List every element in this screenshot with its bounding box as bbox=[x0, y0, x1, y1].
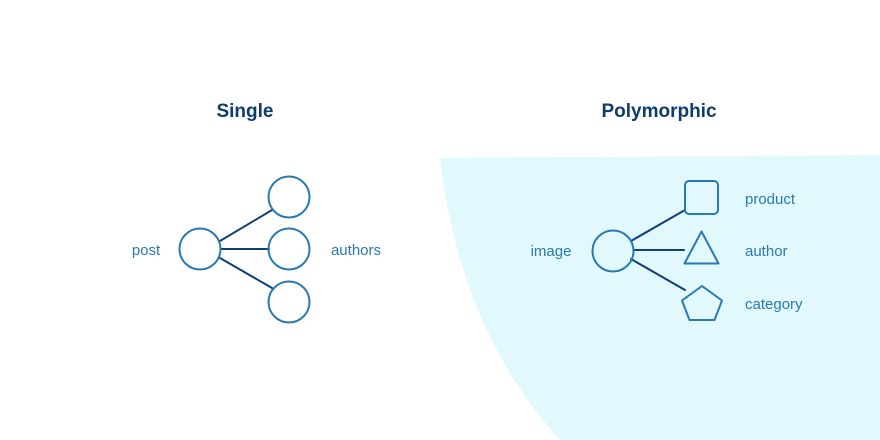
polymorphic-target-label-category: category bbox=[745, 296, 803, 313]
single-section: Single post authors bbox=[132, 101, 381, 324]
triangle-icon bbox=[683, 230, 720, 265]
polymorphic-target-label-product: product bbox=[745, 191, 796, 208]
single-title: Single bbox=[216, 101, 273, 122]
polymorphic-source-node bbox=[591, 229, 635, 273]
polymorphic-background bbox=[440, 155, 880, 440]
single-edge-top bbox=[219, 209, 273, 242]
single-source-label: post bbox=[132, 242, 161, 259]
square-icon bbox=[684, 180, 719, 215]
polymorphic-target-label-author: author bbox=[745, 243, 788, 260]
single-target-node-1 bbox=[267, 175, 311, 219]
polymorphic-edge-top bbox=[630, 209, 686, 242]
polymorphic-title: Polymorphic bbox=[601, 101, 717, 122]
polymorphic-source-label: image bbox=[531, 243, 572, 260]
pentagon-icon bbox=[681, 285, 723, 321]
single-target-node-3 bbox=[267, 280, 311, 324]
polymorphic-edge-bottom bbox=[630, 258, 686, 291]
single-edge-bottom bbox=[219, 257, 273, 289]
polymorphic-section: Polymorphic image product author categor… bbox=[531, 101, 803, 321]
single-source-node bbox=[178, 227, 222, 271]
single-target-node-2 bbox=[267, 227, 311, 271]
single-target-label: authors bbox=[331, 242, 381, 259]
